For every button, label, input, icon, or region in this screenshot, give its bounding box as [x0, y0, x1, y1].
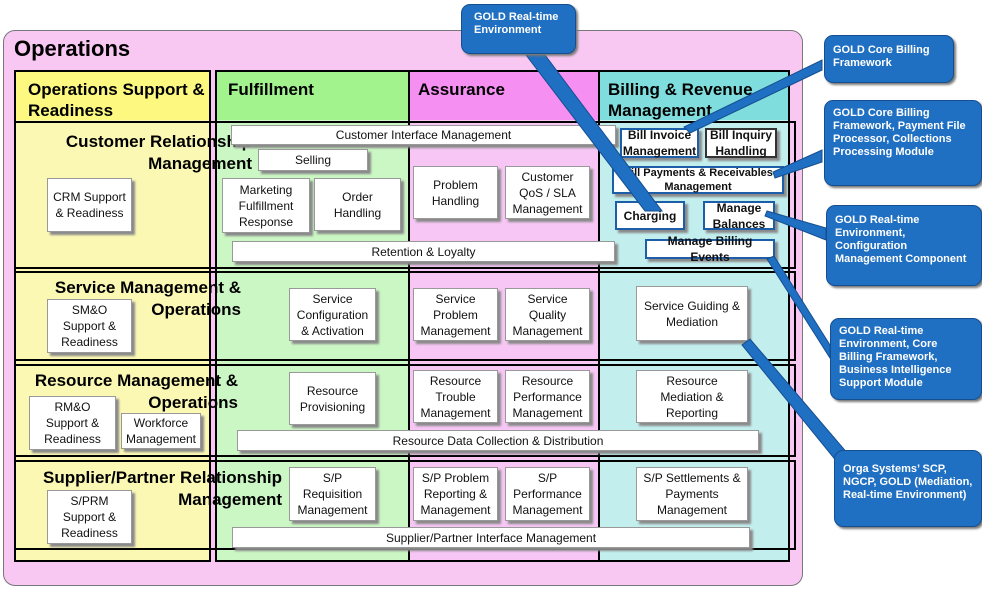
- assurance-column-header: Assurance: [418, 80, 505, 99]
- fulfillment-header-band: [217, 72, 408, 120]
- bill-inquiry-box[interactable]: Bill Inquiry Handling: [705, 128, 777, 158]
- callout-orga: Orga Systems’ SCP, NGCP, GOLD (Mediation…: [834, 450, 982, 527]
- crm-row-title-text: Customer Relationship Management: [65, 132, 252, 173]
- service-configuration-box[interactable]: Service Configuration & Activation: [289, 288, 376, 341]
- sp-settlements-box[interactable]: S/P Settlements & Payments Management: [636, 467, 748, 521]
- smo-support-box[interactable]: SM&O Support & Readiness: [47, 299, 132, 353]
- callout-core-billing-payment: GOLD Core Billing Framework, Payment Fil…: [824, 100, 982, 186]
- osr-column-outline: [14, 70, 211, 562]
- crm-support-box[interactable]: CRM Support & Readiness: [47, 178, 132, 232]
- sp-requisition-box[interactable]: S/P Requisition Management: [289, 467, 376, 521]
- sprm-row-title: Supplier/Partner Relationship Management: [27, 467, 287, 511]
- customer-qos-box[interactable]: Customer QoS / SLA Management: [505, 166, 590, 219]
- manage-balances-box[interactable]: Manage Balances: [703, 201, 775, 231]
- resource-performance-box[interactable]: Resource Performance Management: [505, 370, 590, 423]
- order-handling-box[interactable]: Order Handling: [314, 178, 401, 231]
- osr-header-band: [16, 72, 209, 120]
- bill-invoice-box[interactable]: Bill Invoice Management: [620, 128, 699, 158]
- retention-loyalty-box[interactable]: Retention & Loyalty: [232, 241, 615, 262]
- smo-row-title: Service Management & Operations: [31, 277, 246, 321]
- service-quality-box[interactable]: Service Quality Management: [505, 288, 590, 341]
- crm-row-title: Customer Relationship Management: [27, 131, 257, 175]
- resource-data-box[interactable]: Resource Data Collection & Distribution: [237, 430, 759, 451]
- pointer-core-billing-payment: [772, 149, 823, 179]
- pointer-realtime-top: [524, 54, 663, 212]
- sprm-row-title-text: Supplier/Partner Relationship Management: [43, 468, 282, 509]
- billing-column-outline: [598, 70, 790, 562]
- pointer-realtime-config: [764, 210, 827, 241]
- resource-mediation-box[interactable]: Resource Mediation & Reporting: [636, 370, 748, 423]
- service-guiding-box[interactable]: Service Guiding & Mediation: [636, 286, 748, 341]
- smo-row-title-text: Service Management & Operations: [54, 278, 241, 319]
- rmo-support-box[interactable]: RM&O Support & Readiness: [29, 396, 116, 450]
- callout-realtime-bi: GOLD Real-time Environment, Core Billing…: [830, 318, 982, 400]
- service-problem-box[interactable]: Service Problem Management: [413, 288, 498, 341]
- fulfillment-column-header: Fulfillment: [228, 80, 314, 99]
- selling-box[interactable]: Selling: [258, 149, 368, 171]
- callout-realtime-top: GOLD Real-time Environment: [461, 4, 576, 54]
- problem-handling-box[interactable]: Problem Handling: [413, 166, 498, 219]
- rmo-row-title: Resource Management & Operations: [27, 370, 252, 414]
- customer-interface-box[interactable]: Customer Interface Management: [231, 125, 616, 145]
- sp-interface-box[interactable]: Supplier/Partner Interface Management: [232, 527, 750, 548]
- billing-column-header: Billing & Revenue Management: [608, 80, 753, 120]
- pointer-realtime-bi: [766, 255, 831, 360]
- pointer-core-billing: [683, 59, 823, 134]
- callout-realtime-config: GOLD Real-time Environment, Configuratio…: [826, 205, 982, 286]
- operations-title: Operations: [14, 36, 131, 61]
- sp-performance-box[interactable]: S/P Performance Management: [505, 467, 590, 521]
- osr-column-header: Operations Support & Readiness: [28, 80, 205, 120]
- callout-core-billing: GOLD Core Billing Framework: [824, 35, 954, 83]
- resource-trouble-box[interactable]: Resource Trouble Management: [413, 370, 498, 423]
- rmo-row-title-text: Resource Management & Operations: [34, 371, 238, 412]
- resource-provisioning-box[interactable]: Resource Provisioning: [289, 372, 376, 425]
- marketing-fulfillment-box[interactable]: Marketing Fulfillment Response: [222, 178, 310, 233]
- workforce-box[interactable]: Workforce Management: [121, 413, 201, 449]
- sprm-support-box[interactable]: S/PRM Support & Readiness: [47, 490, 132, 544]
- sp-problem-box[interactable]: S/P Problem Reporting & Management: [413, 467, 498, 521]
